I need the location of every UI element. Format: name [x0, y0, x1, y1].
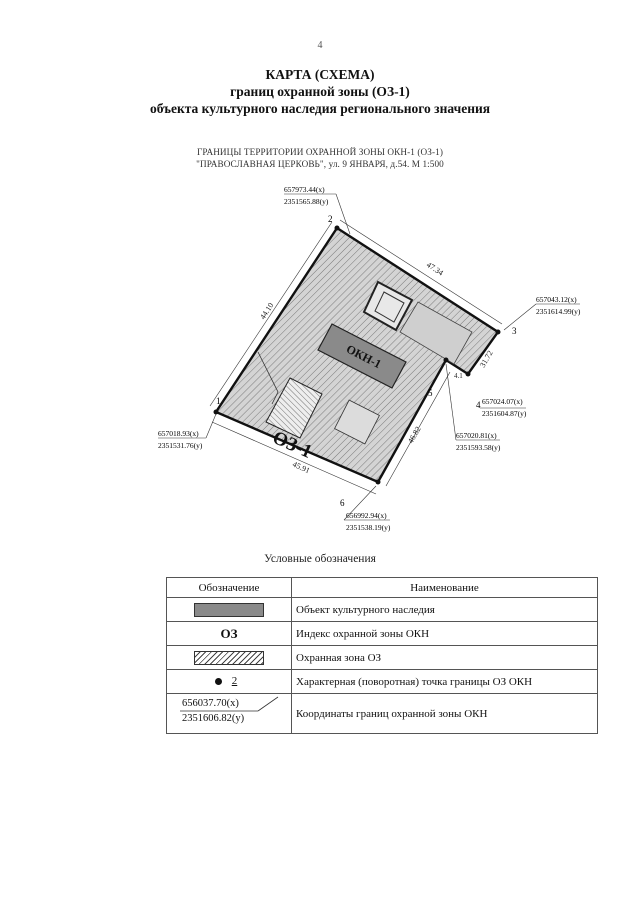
legend-row-coordinates: 656037.70(x) 2351606.82(y) Координаты гр…: [166, 693, 598, 734]
map-scheme: ОКН-1 ОЗ-1 47.34 44.10 45.91 46.82 31.72…: [150, 182, 590, 542]
legend-row-zone-index: ОЗ Индекс охранной зоны ОКН: [166, 621, 598, 646]
dim-top: 47.34: [425, 260, 445, 277]
document-subtitle: границ охранной зоны (ОЗ-1): [230, 84, 410, 99]
legend-name-point: Характерная (поворотная) точка границы О…: [291, 669, 598, 694]
coord-p6-x: 656992.94(x): [346, 511, 387, 520]
legend-table: Обозначение Наименование Объект культурн…: [166, 577, 598, 734]
document-subtitle-2: объекта культурного наследия регионально…: [149, 101, 491, 116]
point-4-label: 4: [476, 400, 481, 410]
coord-p4-x: 657024.07(x): [482, 397, 523, 406]
point-2-label: 2: [328, 214, 333, 224]
legend-row-protection-zone: Охранная зона ОЗ: [166, 645, 598, 670]
point-symbol: 2: [214, 675, 244, 688]
coordinates-symbol-x: 656037.70(x): [182, 698, 239, 709]
legend-name-protection-zone: Охранная зона ОЗ: [291, 645, 598, 670]
document-title: КАРТА (СХЕМА): [265, 67, 375, 82]
map-caption-line1: ГРАНИЦЫ ТЕРРИТОРИИ ОХРАННОЙ ЗОНЫ ОКН-1 (…: [197, 147, 443, 157]
coord-p3-y: 2351614.99(y): [536, 307, 581, 316]
coord-p1-y: 2351531.76(y): [158, 441, 203, 450]
hatched-structure: [265, 377, 323, 439]
point-2-marker: [334, 225, 340, 231]
dim-bottom: 45.91: [291, 460, 311, 476]
point-3-marker: [495, 329, 501, 335]
legend-name-zone-index: Индекс охранной зоны ОКН: [291, 621, 598, 646]
building-right: [399, 301, 473, 365]
map-caption: ГРАНИЦЫ ТЕРРИТОРИИ ОХРАННОЙ ЗОНЫ ОКН-1 (…: [0, 146, 640, 170]
map-caption-line2: "ПРАВОСЛАВНАЯ ЦЕРКОВЬ", ул. 9 ЯНВАРЯ, д.…: [196, 159, 444, 169]
map-svg: ОКН-1 ОЗ-1 47.34 44.10 45.91 46.82 31.72…: [158, 185, 581, 532]
coordinates-symbol-y: 2351606.82(y): [182, 713, 245, 724]
point-6-marker: [375, 479, 381, 485]
coordinates-leader-icon: [180, 696, 279, 712]
inner-path: [257, 351, 279, 405]
point-5-label: 5: [428, 388, 433, 398]
inner-square: [334, 399, 380, 445]
building-outline-top-inner: [374, 291, 405, 323]
point-6-label: 6: [340, 498, 345, 508]
point-4-marker: [465, 371, 471, 377]
building-outline-top: [362, 280, 414, 332]
legend-header-row: Обозначение Наименование: [166, 577, 598, 598]
coord-p4-y: 2351604.87(y): [482, 409, 527, 418]
coord-p2-y: 2351565.88(y): [284, 197, 329, 206]
point-3-label: 3: [512, 326, 517, 336]
coord-p6-y: 2351538.19(y): [346, 523, 391, 532]
coord-p5-y: 2351593.58(y): [456, 443, 501, 452]
point-1-label: 1: [216, 396, 221, 406]
title-block: КАРТА (СХЕМА) границ охранной зоны (ОЗ-1…: [0, 66, 640, 117]
coordinates-symbol: 656037.70(x) 2351606.82(y): [174, 695, 284, 729]
legend-name-coordinates: Координаты границ охранной зоны ОКН: [291, 693, 598, 734]
point-5-marker: [443, 357, 449, 363]
coord-p1-x: 657018.93(x): [158, 429, 199, 438]
coord-p5-x: 657020.81(x): [456, 431, 497, 440]
legend-header-symbol: Обозначение: [166, 577, 292, 598]
legend-name-cultural-object: Объект культурного наследия: [291, 597, 598, 622]
zone-index-symbol: ОЗ: [220, 625, 238, 641]
legend-header-name: Наименование: [291, 577, 598, 598]
cultural-heritage-object: [317, 323, 407, 389]
point-1-marker: [213, 409, 219, 415]
legend-title: Условные обозначения: [264, 553, 376, 565]
page-number: 4: [317, 40, 323, 51]
point-symbol-label: 2: [231, 675, 238, 688]
coord-p3-x: 657043.12(x): [536, 295, 577, 304]
point-dot-icon: [214, 677, 222, 685]
coord-p2-x: 657973.44(x): [284, 185, 325, 194]
legend-row-cultural-object: Объект культурного наследия: [166, 597, 598, 622]
cultural-object-swatch: [194, 602, 264, 617]
dim-notch: 4.1: [454, 372, 463, 380]
protection-zone-swatch: [194, 650, 264, 665]
legend-row-point: 2 Характерная (поворотная) точка границы…: [166, 669, 598, 694]
